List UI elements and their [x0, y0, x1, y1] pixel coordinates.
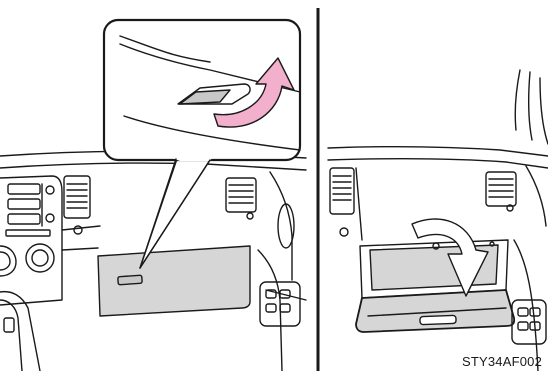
right-panel — [328, 70, 548, 371]
a-pillar — [540, 78, 548, 144]
side-vent — [226, 178, 256, 212]
vent-knob — [247, 213, 253, 219]
figure-code: STY34AF002 — [462, 354, 542, 369]
vent-knob — [340, 228, 348, 236]
a-pillar — [529, 72, 532, 140]
center-stack — [0, 176, 62, 305]
door-panel — [270, 172, 292, 280]
radio-knob — [46, 214, 54, 222]
glove-box-handle — [420, 315, 456, 324]
center-vent — [64, 176, 90, 218]
window-switch-panel — [512, 300, 546, 344]
lower-console-edge — [0, 300, 22, 371]
door-panel-edge — [514, 240, 538, 371]
glove-box-handle — [118, 275, 142, 285]
climate-knob-left — [0, 246, 16, 276]
glove-box-lid-open — [356, 290, 514, 332]
climate-knob-left-inner — [0, 252, 10, 270]
climate-knob-inner — [32, 250, 48, 266]
dashboard-top-edge — [328, 147, 548, 156]
dashboard-top-edge-inner — [328, 159, 548, 168]
radio-slot — [8, 214, 40, 224]
side-vent — [486, 172, 516, 206]
dashboard-face-line — [62, 248, 98, 250]
center-vent — [330, 168, 354, 214]
latch-hole — [490, 242, 494, 246]
door-panel — [526, 166, 546, 226]
door-speaker — [278, 204, 294, 248]
vent-knob — [74, 226, 82, 234]
climate-knob-outer — [26, 244, 54, 272]
left-panel — [0, 20, 306, 371]
door-panel-edge — [258, 250, 282, 371]
radio-knob — [46, 186, 54, 194]
radio-slot — [8, 184, 40, 194]
console-button — [4, 318, 14, 332]
radio-slot — [6, 230, 50, 236]
a-pillar — [515, 70, 520, 130]
radio-slot — [8, 199, 40, 209]
dashboard-top-edge-inner — [0, 163, 306, 170]
